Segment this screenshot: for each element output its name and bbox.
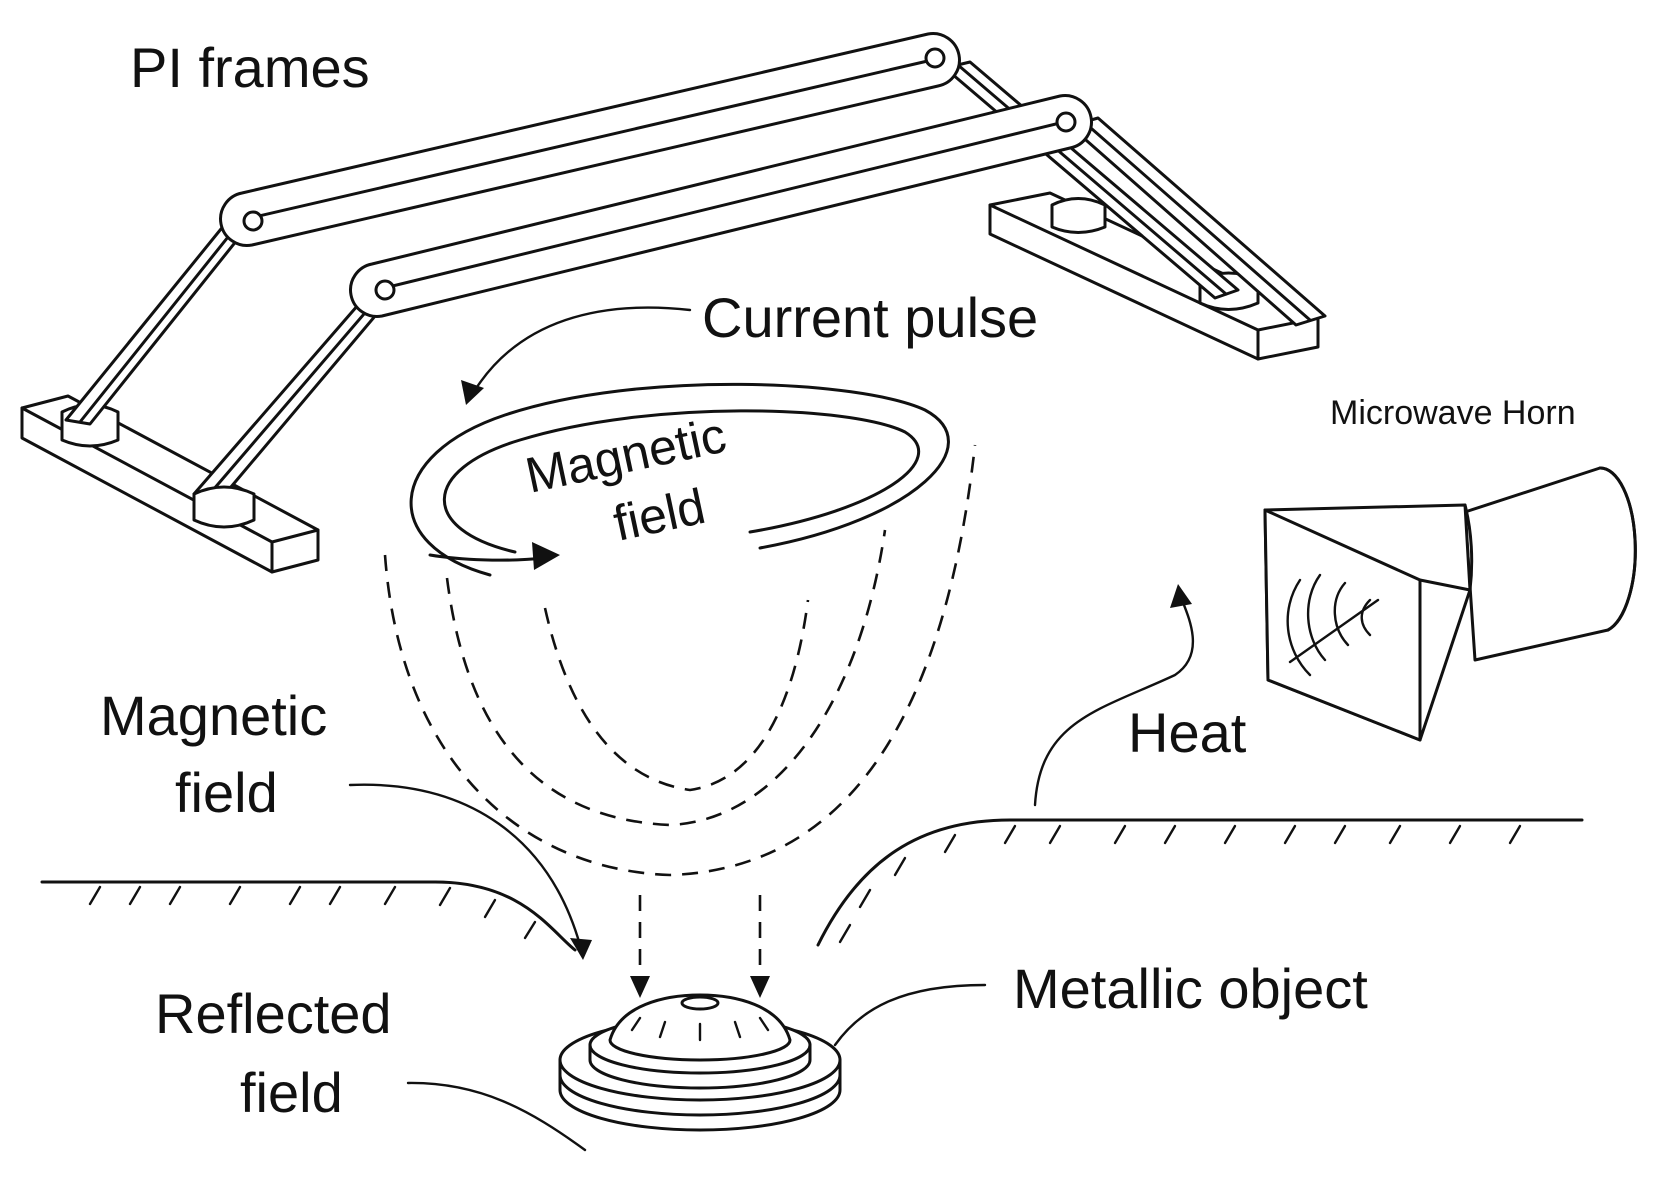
- magnetic-field-leader: [348, 783, 592, 960]
- heat-arrow: [1033, 584, 1194, 807]
- microwave-horn: [1263, 466, 1637, 742]
- label-side-field: field: [175, 761, 278, 824]
- base-plank-right: [988, 191, 1320, 361]
- current-pulse-arrow: [461, 306, 692, 405]
- label-metallic-object: Metallic object: [1013, 957, 1368, 1020]
- ground-hatching-left: [88, 885, 537, 940]
- foot-front-left: [192, 485, 256, 529]
- object-ribs: [630, 1016, 770, 1042]
- ground-surface: [40, 818, 1584, 952]
- down-arrow-right: [750, 976, 770, 998]
- reflected-field-leader: [406, 1081, 587, 1152]
- pi-frames: [20, 32, 1327, 574]
- label-pi-frames: PI frames: [130, 36, 370, 99]
- label-reflected: Reflected: [155, 982, 392, 1045]
- top-beam-front: [349, 94, 1093, 318]
- horn-waves: [1286, 573, 1380, 677]
- top-beam-back: [219, 32, 961, 247]
- down-arrow-left: [630, 976, 650, 998]
- label-reflected-field: field: [240, 1061, 343, 1124]
- label-side-magnetic: Magnetic: [100, 684, 327, 747]
- magnetic-field-lines: [383, 444, 977, 998]
- label-current-pulse: Current pulse: [702, 286, 1038, 349]
- loop-arrowhead: [532, 542, 560, 570]
- label-microwave-horn: Microwave Horn: [1330, 394, 1576, 432]
- metallic-object-leader: [833, 983, 987, 1047]
- back-leg-left: [64, 206, 259, 426]
- current-loop: [409, 382, 950, 577]
- metallic-object: [558, 993, 842, 1132]
- ground-hatching-right: [838, 824, 1522, 944]
- label-heat: Heat: [1128, 701, 1247, 764]
- label-loop-field: field: [609, 478, 710, 552]
